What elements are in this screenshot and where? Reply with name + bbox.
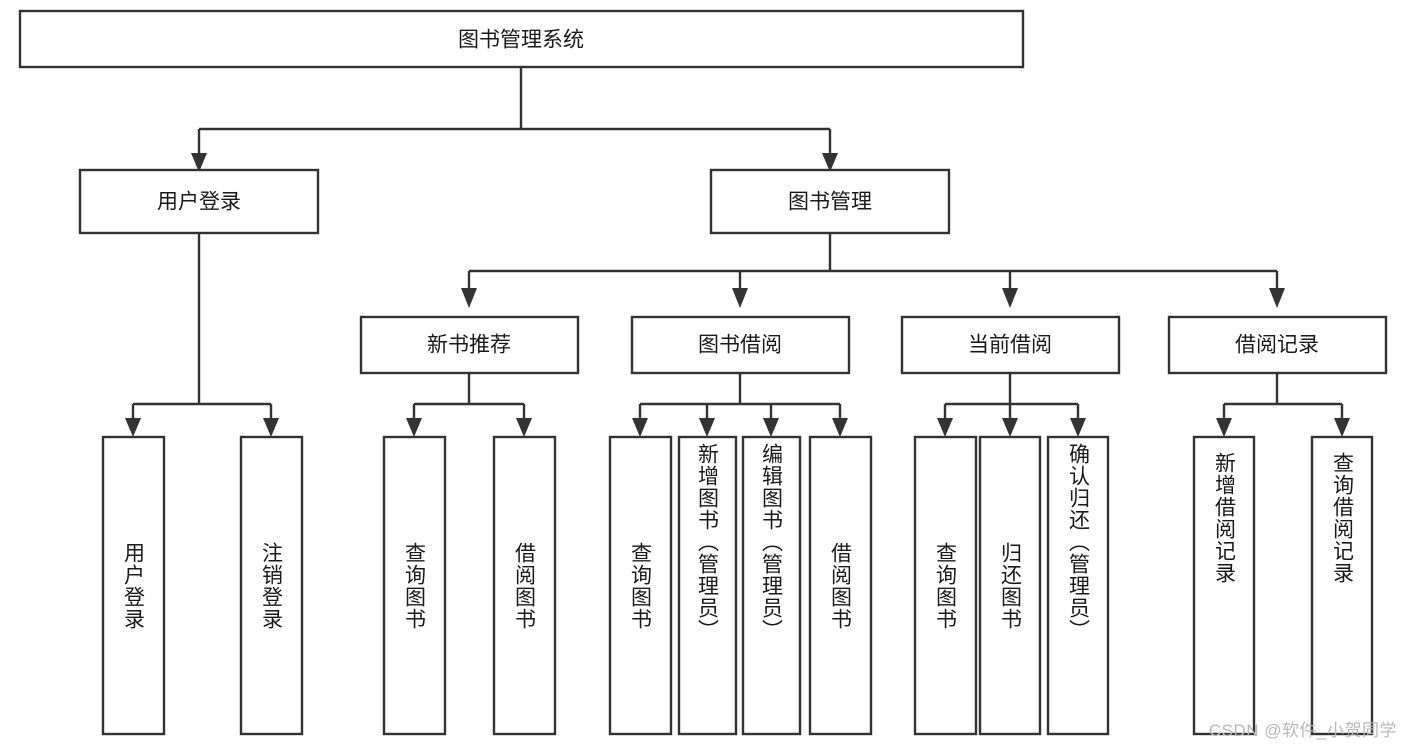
node-leaf-add-record-label: 新增借阅记录 [1213, 452, 1237, 584]
node-leaf-return-book-label: 归还图书 [999, 542, 1023, 630]
node-leaf-query-record[interactable]: 查询借阅记录 [1310, 435, 1374, 736]
node-leaf-borrow-book-2-box[interactable] [808, 435, 873, 736]
node-leaf-add-book-label: 新增图书（管理员） [696, 443, 720, 641]
node-leaf-query-book-2[interactable]: 查询图书 [608, 435, 673, 736]
node-leaf-confirm-return-label: 确认归还（管理员） [1067, 443, 1091, 641]
node-borrow-record-label: 借阅记录 [1235, 334, 1319, 357]
node-leaf-logout-box[interactable] [239, 435, 304, 736]
arrow-borrow-to-leaf1 [632, 418, 648, 437]
arrow-userlogin-to-leaf2 [263, 418, 279, 437]
node-leaf-return-book-box[interactable] [978, 435, 1042, 736]
node-leaf-query-book-3-box[interactable] [913, 435, 978, 736]
node-leaf-confirm-return-box[interactable] [1046, 435, 1110, 736]
node-leaf-query-book-3[interactable]: 查询图书 [913, 435, 978, 736]
arrow-borrow-to-leaf3 [763, 418, 779, 437]
node-book-borrow-box[interactable] [630, 315, 851, 375]
node-book-borrow-label: 图书借阅 [698, 334, 782, 357]
arrow-newbook-to-leaf2 [516, 418, 532, 437]
node-book-manage[interactable]: 图书管理 [709, 168, 951, 235]
watermark: CSDN @软件_小贺同学 [1208, 721, 1397, 740]
node-leaf-query-book-1-box[interactable] [382, 435, 447, 736]
arrow-bookmanage-to-current [1002, 288, 1018, 308]
node-leaf-edit-book-box[interactable] [741, 435, 802, 736]
connector-layer [125, 67, 1350, 437]
node-leaf-query-book-2-box[interactable] [608, 435, 673, 736]
arrow-bookmanage-to-borrow [732, 288, 748, 308]
node-user-login[interactable]: 用户登录 [78, 168, 320, 235]
node-leaf-query-book-2-label: 查询图书 [629, 542, 653, 630]
node-root-label: 图书管理系统 [458, 29, 584, 52]
node-leaf-user-login[interactable]: 用户登录 [101, 435, 166, 736]
node-leaf-edit-book-label: 编辑图书（管理员） [760, 443, 784, 641]
node-user-login-label: 用户登录 [157, 191, 241, 214]
node-leaf-add-book[interactable]: 新增图书（管理员） [677, 435, 738, 736]
node-leaf-query-book-1[interactable]: 查询图书 [382, 435, 447, 736]
arrow-borrow-to-leaf2 [699, 418, 715, 437]
arrow-record-to-leaf1 [1216, 418, 1232, 437]
node-book-manage-box[interactable] [709, 168, 951, 235]
node-new-book-rec[interactable]: 新书推荐 [359, 315, 580, 375]
node-current-borrow-label: 当前借阅 [968, 334, 1052, 357]
node-leaf-query-book-3-label: 查询图书 [934, 542, 958, 630]
node-leaf-query-book-1-label: 查询图书 [403, 542, 427, 630]
node-leaf-return-book[interactable]: 归还图书 [978, 435, 1042, 736]
arrow-borrow-to-leaf4 [832, 418, 848, 437]
arrow-record-to-leaf2 [1334, 418, 1350, 437]
node-root-box[interactable] [18, 9, 1025, 69]
arrow-bookmanage-to-record [1269, 288, 1285, 308]
node-new-book-rec-box[interactable] [359, 315, 580, 375]
node-leaf-user-login-box[interactable] [101, 435, 166, 736]
arrow-newbook-to-leaf1 [406, 418, 422, 437]
node-book-manage-label: 图书管理 [788, 191, 872, 214]
node-leaf-add-record-box[interactable] [1192, 435, 1256, 736]
arrow-root-to-user-login [191, 153, 207, 172]
node-leaf-add-record[interactable]: 新增借阅记录 [1192, 435, 1256, 736]
arrow-current-to-leaf1 [937, 418, 953, 437]
node-current-borrow[interactable]: 当前借阅 [900, 315, 1121, 375]
node-leaf-borrow-book-2[interactable]: 借阅图书 [808, 435, 873, 736]
arrow-current-to-leaf2 [1002, 418, 1018, 437]
node-root[interactable]: 图书管理系统 [18, 9, 1025, 69]
node-leaf-borrow-book-2-label: 借阅图书 [829, 542, 853, 630]
node-leaf-borrow-book-1-label: 借阅图书 [513, 542, 537, 630]
node-leaf-user-login-label: 用户登录 [122, 542, 146, 630]
node-leaf-edit-book[interactable]: 编辑图书（管理员） [741, 435, 802, 736]
node-new-book-rec-label: 新书推荐 [427, 334, 511, 357]
node-book-borrow[interactable]: 图书借阅 [630, 315, 851, 375]
node-leaf-confirm-return[interactable]: 确认归还（管理员） [1046, 435, 1110, 736]
node-user-login-box[interactable] [78, 168, 320, 235]
arrow-bookmanage-to-newbook [461, 288, 477, 308]
node-leaf-add-book-box[interactable] [677, 435, 738, 736]
arrow-userlogin-to-leaf1 [125, 418, 141, 437]
arrow-root-to-book-manage [822, 153, 838, 172]
node-leaf-query-record-label: 查询借阅记录 [1331, 452, 1355, 584]
node-leaf-logout[interactable]: 注销登录 [239, 435, 304, 736]
node-leaf-query-record-box[interactable] [1310, 435, 1374, 736]
node-leaf-borrow-book-1-box[interactable] [492, 435, 557, 736]
node-borrow-record-box[interactable] [1167, 315, 1388, 375]
node-borrow-record[interactable]: 借阅记录 [1167, 315, 1388, 375]
arrow-current-to-leaf3 [1070, 418, 1086, 437]
node-leaf-borrow-book-1[interactable]: 借阅图书 [492, 435, 557, 736]
node-current-borrow-box[interactable] [900, 315, 1121, 375]
node-leaf-logout-label: 注销登录 [260, 542, 284, 630]
